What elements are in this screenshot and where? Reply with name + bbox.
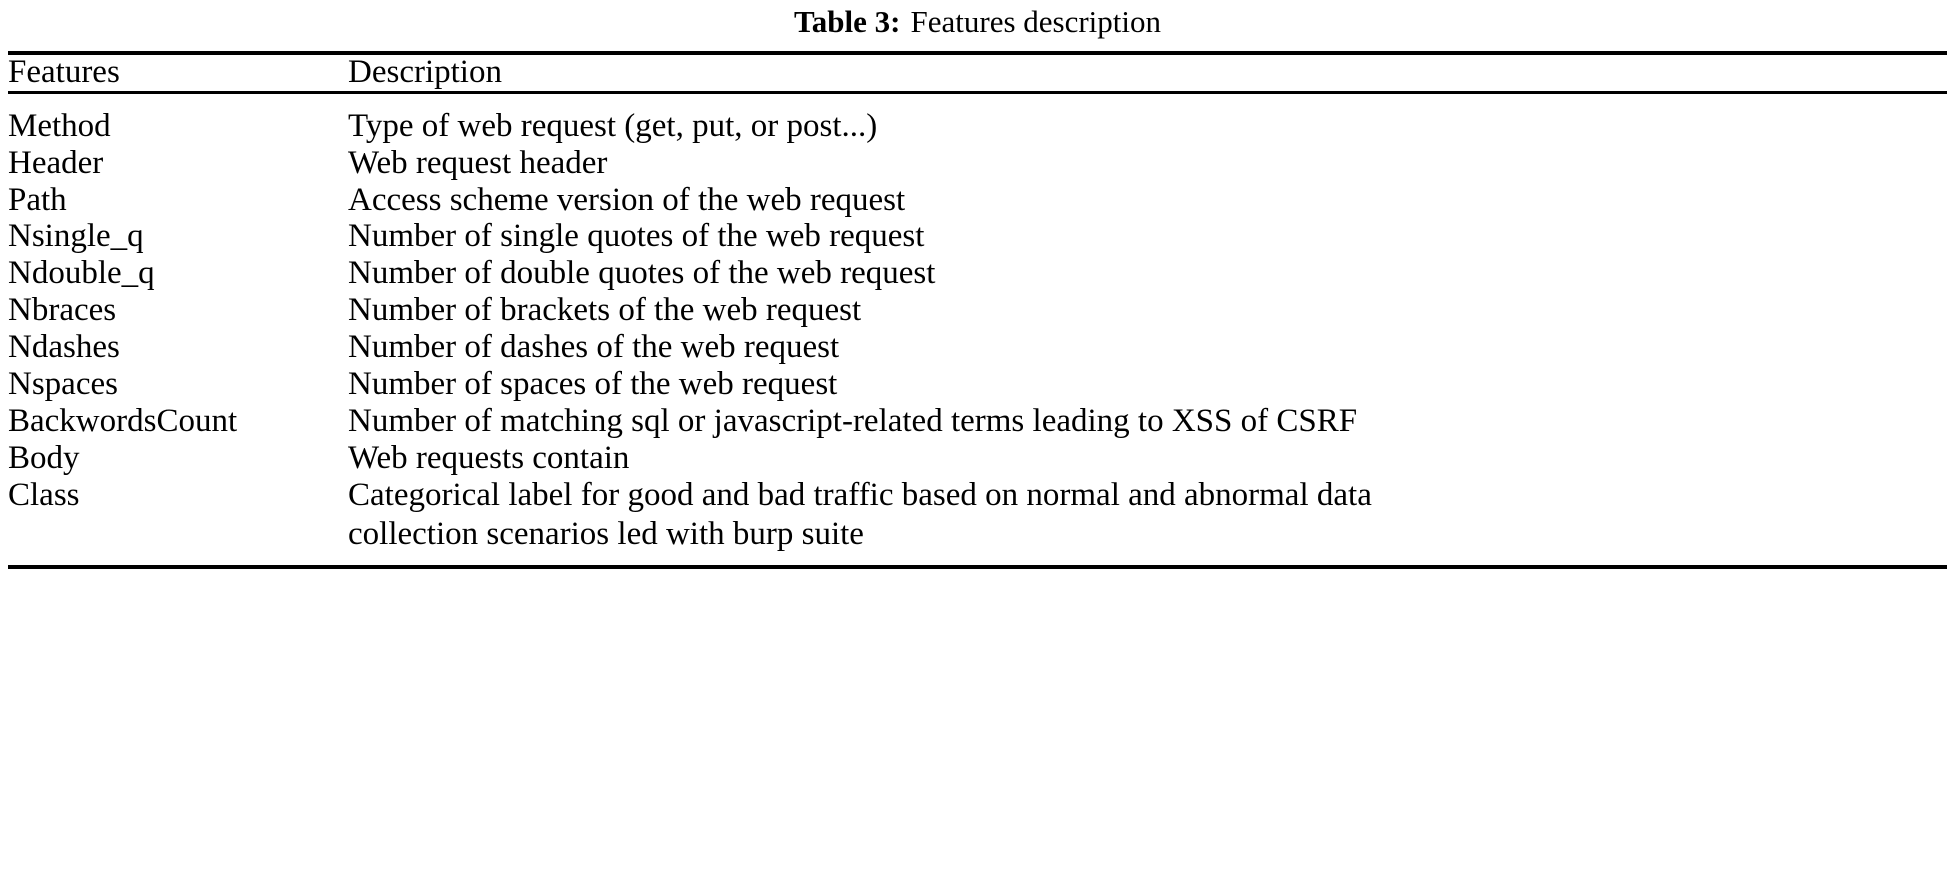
description-line: Web requests contain	[348, 440, 630, 477]
description-line: Web request header	[348, 144, 608, 181]
feature-name-cell: Nbraces	[8, 292, 117, 329]
features-description-body: Method Type of web request (get, put, or …	[8, 94, 1947, 565]
caption-label: Table 3:	[793, 4, 901, 39]
features-description-table: Features Description	[8, 54, 1947, 91]
table-caption: Table 3: Features description	[8, 0, 1947, 51]
feature-name-cell: Path	[8, 181, 67, 218]
feature-name-cell: Nsingle_q	[8, 218, 144, 255]
table-row: Nsingle_q Number of single quotes of the …	[8, 218, 1947, 255]
table-row: Ndouble_q Number of double quotes of the …	[8, 255, 1947, 292]
table-row: BackwordsCount Number of matching sql or …	[8, 403, 1947, 440]
description-line: Type of web request (get, put, or post..…	[348, 107, 878, 144]
table-row: Class Categorical label for good and bad …	[8, 477, 1947, 565]
feature-description-cell: Web request header	[348, 145, 1947, 182]
table-head: Features Description	[8, 54, 1947, 91]
feature-name-cell: BackwordsCount	[8, 403, 238, 440]
table-top-rule	[8, 51, 1947, 55]
caption-text: Features description	[910, 4, 1162, 39]
feature-name-cell: Header	[8, 144, 104, 181]
table-row: Nbraces Number of brackets of the web req…	[8, 292, 1947, 329]
feature-name-cell: Body	[8, 440, 80, 477]
column-header-features: Features	[8, 54, 120, 90]
feature-name-cell: Method	[8, 107, 111, 144]
table-row: Header Web request header	[8, 145, 1947, 182]
description-line: Number of spaces of the web request	[348, 366, 838, 403]
feature-description-cell: Number of dashes of the web request	[348, 329, 1947, 366]
feature-description-cell: Number of spaces of the web request	[348, 366, 1947, 403]
table-row: Body Web requests contain	[8, 440, 1947, 477]
table-row: Ndashes Number of dashes of the web reque…	[8, 329, 1947, 366]
feature-description-cell: Number of brackets of the web request	[348, 292, 1947, 329]
feature-description-cell: Number of single quotes of the web reque…	[348, 218, 1947, 255]
feature-description-cell: Number of matching sql or javascript-rel…	[348, 403, 1947, 440]
description-line: Number of matching sql or javascript-rel…	[348, 403, 1358, 440]
column-header-description: Description	[348, 54, 502, 90]
feature-name-cell: Nspaces	[8, 366, 118, 403]
description-line: Number of dashes of the web request	[348, 329, 840, 366]
feature-name-cell: Ndashes	[8, 329, 120, 366]
table-bottom-rule	[8, 565, 1947, 570]
feature-name-cell: Class	[8, 477, 80, 514]
description-line: Access scheme version of the web request	[348, 181, 906, 218]
table-body: Method Type of web request (get, put, or …	[8, 94, 1947, 565]
table-header-row: Features Description	[8, 54, 1947, 91]
table-row: Method Type of web request (get, put, or …	[8, 94, 1947, 145]
feature-description-cell: Type of web request (get, put, or post..…	[348, 94, 1947, 145]
feature-description-cell: Categorical label for good and bad traff…	[348, 477, 1947, 565]
description-line: Number of double quotes of the web reque…	[348, 255, 936, 292]
description-line: Categorical label for good and bad traff…	[348, 477, 1372, 514]
description-line: collection scenarios led with burp suite	[348, 516, 864, 553]
feature-name-cell: Ndouble_q	[8, 255, 155, 292]
table-header-rule	[8, 90, 1947, 94]
feature-description-cell: Access scheme version of the web request	[348, 182, 1947, 219]
table-row: Nspaces Number of spaces of the web reque…	[8, 366, 1947, 403]
table-row: Path Access scheme version of the web req…	[8, 182, 1947, 219]
feature-description-cell: Number of double quotes of the web reque…	[348, 255, 1947, 292]
description-line: Number of single quotes of the web reque…	[348, 218, 925, 255]
feature-description-cell: Web requests contain	[348, 440, 1947, 477]
description-line: Number of brackets of the web request	[348, 292, 862, 329]
